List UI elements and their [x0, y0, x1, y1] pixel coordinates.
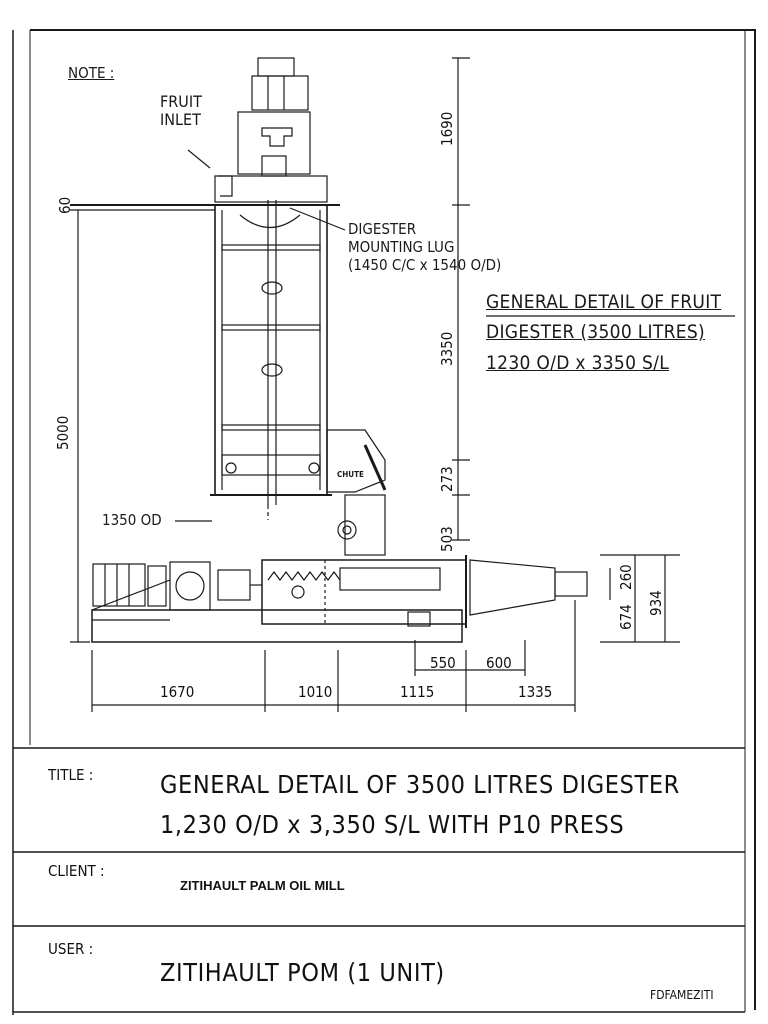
gearbox	[169, 561, 211, 611]
drive-motor	[92, 563, 146, 607]
fruit-inlet-label: FRUIT INLET	[160, 92, 202, 129]
client-value: ZITIHAULT PALM OIL MILL	[180, 878, 345, 893]
general-detail-line-3: 1230 O/D x 3350 S/L	[486, 352, 670, 374]
top-motor	[257, 57, 295, 77]
dimension-503: 503	[438, 526, 456, 552]
discharge-chute	[326, 429, 386, 493]
general-detail-line-1: GENERAL DETAIL OF FRUIT	[486, 291, 722, 313]
dimension-260: 260	[617, 564, 635, 590]
dimension-5000: 5000	[54, 415, 72, 450]
digester-vessel	[214, 204, 328, 496]
user-value: ZITIHAULT POM (1 UNIT)	[160, 958, 445, 987]
user-label: USER :	[48, 940, 94, 958]
dimension-1010: 1010	[298, 683, 333, 701]
dimension-3350: 3350	[438, 331, 456, 366]
client-label: CLIENT :	[48, 862, 105, 880]
general-detail-line-2: DIGESTER (3500 LITRES)	[486, 321, 706, 343]
dimension-550: 550	[430, 654, 456, 672]
press-base	[91, 609, 463, 643]
dimension-1690: 1690	[438, 111, 456, 146]
dimension-600: 600	[486, 654, 512, 672]
dimension-1115: 1115	[400, 683, 435, 701]
dimension-1335: 1335	[518, 683, 553, 701]
note-label: NOTE :	[68, 64, 115, 82]
mounting-lug-label: DIGESTER MOUNTING LUG (1450 C/C x 1540 O…	[348, 220, 502, 274]
title-label: TITLE :	[48, 766, 94, 784]
title-line-2: 1,230 O/D x 3,350 S/L WITH P10 PRESS	[160, 810, 625, 839]
dimension-273: 273	[438, 466, 456, 492]
chute-label: CHUTE	[337, 470, 364, 479]
screw-press	[261, 559, 467, 625]
od-label: 1350 OD	[102, 511, 162, 529]
drawing-code: FDFAMEZITI	[650, 988, 714, 1002]
dimension-674: 674	[617, 604, 635, 630]
dimension-1670: 1670	[160, 683, 195, 701]
dimension-934: 934	[647, 590, 665, 616]
dimension-60: 60	[56, 196, 74, 214]
title-line-1: GENERAL DETAIL OF 3500 LITRES DIGESTER	[160, 770, 680, 799]
